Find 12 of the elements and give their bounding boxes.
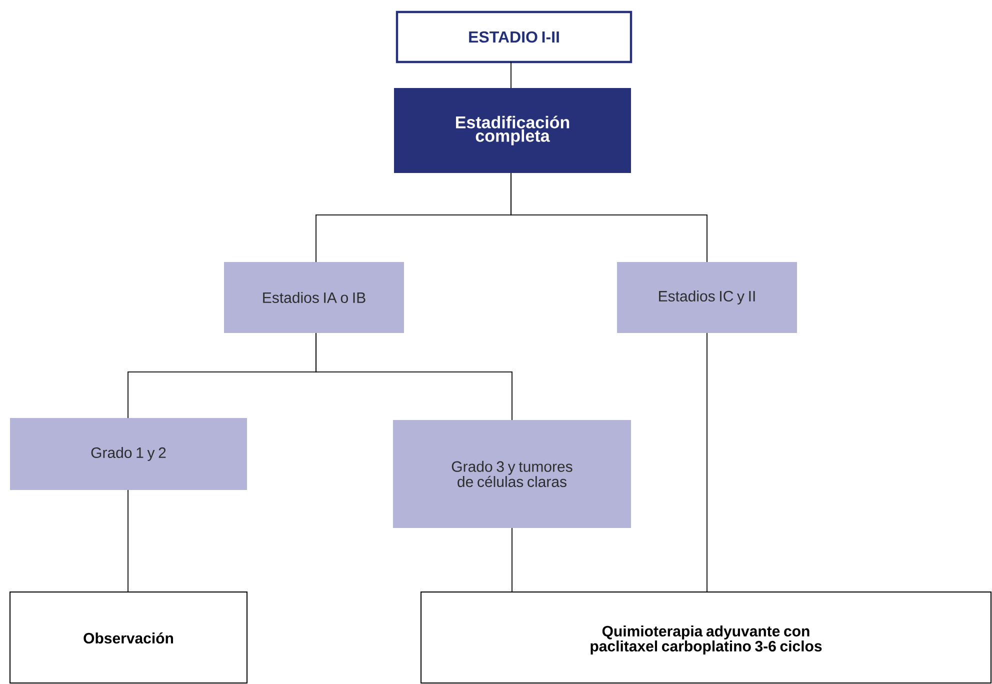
staging-box: Estadificación completa bbox=[394, 88, 631, 173]
grade-box: Grado 3 y tumores de células claras bbox=[393, 420, 631, 528]
connector-line bbox=[706, 332, 708, 592]
treatment-box: Quimioterapia adyuvante con paclitaxel carboplatino 3-6 ciclos bbox=[420, 591, 992, 684]
connector-line bbox=[510, 172, 708, 262]
stage-box: Estadios IC y II bbox=[617, 262, 797, 333]
connector-line bbox=[316, 332, 512, 420]
treatment-box: Observación bbox=[10, 591, 248, 684]
stage-box: ESTADIO I-II bbox=[396, 10, 632, 64]
grade-box: Grado 1 y 2 bbox=[10, 418, 247, 490]
stage-box: Estadios IA o IB bbox=[224, 262, 404, 333]
connector-line bbox=[510, 62, 512, 88]
